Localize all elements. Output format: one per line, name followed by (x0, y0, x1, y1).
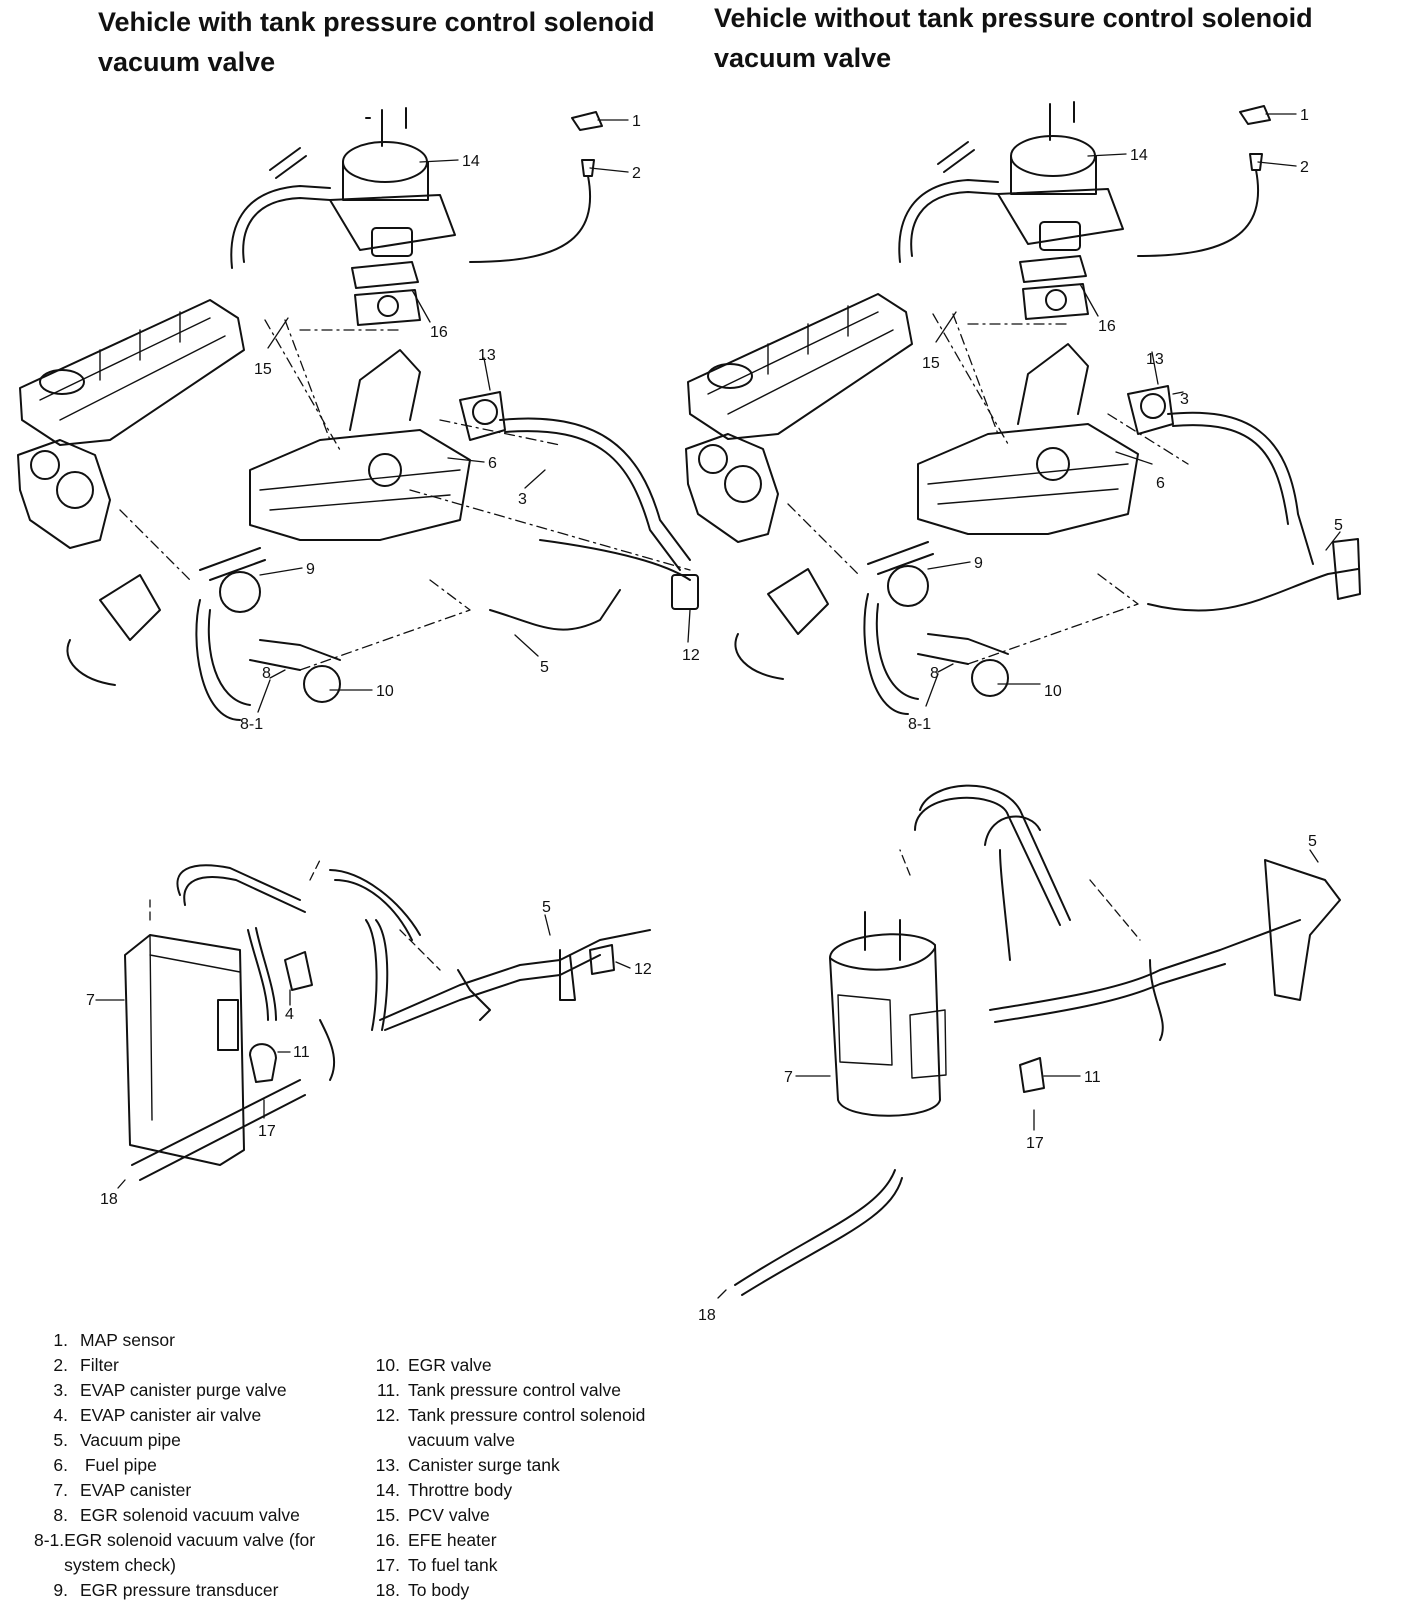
legend-item: 6. Fuel pipe (53, 1455, 157, 1475)
efe-heater (351, 261, 421, 326)
callout: 5 (1308, 833, 1317, 850)
legend-item: 4.EVAP canister air valve (53, 1405, 262, 1425)
legend-item: 12.Tank pressure control solenoid vacuum… (375, 1405, 646, 1450)
callout: 8-1 (240, 716, 263, 733)
legend-item: 13.Canister surge tank (375, 1455, 560, 1475)
callout: 2 (632, 165, 641, 182)
evap-canister-right (829, 933, 941, 1117)
legend-left: 1.MAP sensor 2.Filter 3.EVAP canister pu… (34, 1328, 364, 1603)
legend-item: 5.Vacuum pipe (53, 1430, 181, 1450)
callout: 4 (285, 1006, 294, 1023)
callout: 10 (1044, 683, 1062, 700)
filter (581, 159, 595, 177)
canister-surge-tank (459, 391, 506, 441)
legend-item: 14.Throttre body (375, 1480, 513, 1500)
legend-item: 10.EGR valve (375, 1355, 492, 1375)
legend-item: 17.To fuel tank (375, 1555, 498, 1575)
callout: 10 (376, 683, 394, 700)
callout: 11 (293, 1044, 310, 1061)
callout: 12 (634, 961, 652, 978)
callout: 1 (632, 113, 641, 130)
callout: 13 (478, 347, 496, 364)
callout: 8-1 (908, 716, 931, 733)
callout: 18 (100, 1191, 118, 1208)
callout: 3 (1180, 391, 1189, 408)
callout: 15 (254, 361, 272, 378)
callout: 15 (922, 355, 940, 372)
oil-filler-cap (39, 369, 85, 395)
callout: 6 (488, 455, 497, 472)
legend-item: 15.PCV valve (375, 1505, 490, 1525)
legend-item: 8.EGR solenoid vacuum valve (53, 1505, 300, 1525)
callout: 1 (1300, 107, 1309, 124)
callout: 12 (682, 647, 700, 664)
callout: 2 (1300, 159, 1309, 176)
map-sensor (571, 111, 603, 131)
callout: 9 (306, 561, 315, 578)
callout: 6 (1156, 475, 1165, 492)
throttle-body (342, 141, 428, 183)
left-engine-assembly: 1 2 14 16 15 13 6 3 9 5 12 8 8-1 10 (17, 107, 700, 733)
legend-item: 7.EVAP canister (53, 1480, 192, 1500)
distributor-housing (17, 439, 111, 549)
legend-item: 2.Filter (53, 1355, 119, 1375)
legend-right: 10.EGR valve 11.Tank pressure control va… (366, 1353, 676, 1603)
callout: 16 (430, 324, 448, 341)
callout: 5 (540, 659, 549, 676)
callout: 7 (784, 1069, 793, 1086)
intake-manifold (249, 429, 471, 541)
callout: 14 (1130, 147, 1148, 164)
callout: 5 (542, 899, 551, 916)
legend-item: 18.To body (375, 1580, 470, 1600)
tank-pressure-control-valve-right (1019, 1057, 1045, 1093)
callout: 5 (1334, 517, 1343, 534)
callout: 3 (518, 491, 527, 508)
egr-pressure-transducer (219, 571, 261, 613)
right-canister-assembly: 5 7 11 17 18 (698, 784, 1341, 1324)
evap-air-valve (284, 951, 313, 991)
heading-without-tpc-valve: Vehicle without tank pressure control so… (714, 3, 1313, 73)
tpc-solenoid-valve-12 (671, 574, 699, 610)
egr-valve (303, 665, 341, 703)
legend-item: 3.EVAP canister purge valve (53, 1380, 287, 1400)
legend-item: 1.MAP sensor (53, 1330, 175, 1350)
left-canister-assembly: 7 5 12 4 11 17 18 (86, 859, 652, 1208)
callout: 8 (930, 665, 939, 682)
callout: 17 (1026, 1135, 1044, 1152)
right-engine-assembly: 1 2 14 16 15 13 3 6 5 9 8 8-1 10 (685, 101, 1361, 733)
heading-with-tpc-valve: Vehicle with tank pressure control solen… (98, 7, 655, 77)
legend-item: 11.Tank pressure control valve (376, 1380, 622, 1400)
legend-item: 8-1.EGR solenoid vacuum valve (for syste… (34, 1530, 316, 1575)
callout: 13 (1146, 351, 1164, 368)
callout: 11 (1084, 1069, 1101, 1086)
cylinder-head-cover (19, 299, 245, 446)
callout: 18 (698, 1307, 716, 1324)
callout: 8 (262, 665, 271, 682)
callout: 16 (1098, 318, 1116, 335)
callout: 9 (974, 555, 983, 572)
legend-item: 16.EFE heater (375, 1530, 497, 1550)
tpc-solenoid-valve-12-lower (589, 944, 615, 975)
legend-item: 9.EGR pressure transducer (53, 1580, 279, 1600)
tank-pressure-control-valve (249, 1043, 277, 1083)
callout: 7 (86, 992, 95, 1009)
callout: 14 (462, 153, 480, 170)
callout: 17 (258, 1123, 276, 1140)
